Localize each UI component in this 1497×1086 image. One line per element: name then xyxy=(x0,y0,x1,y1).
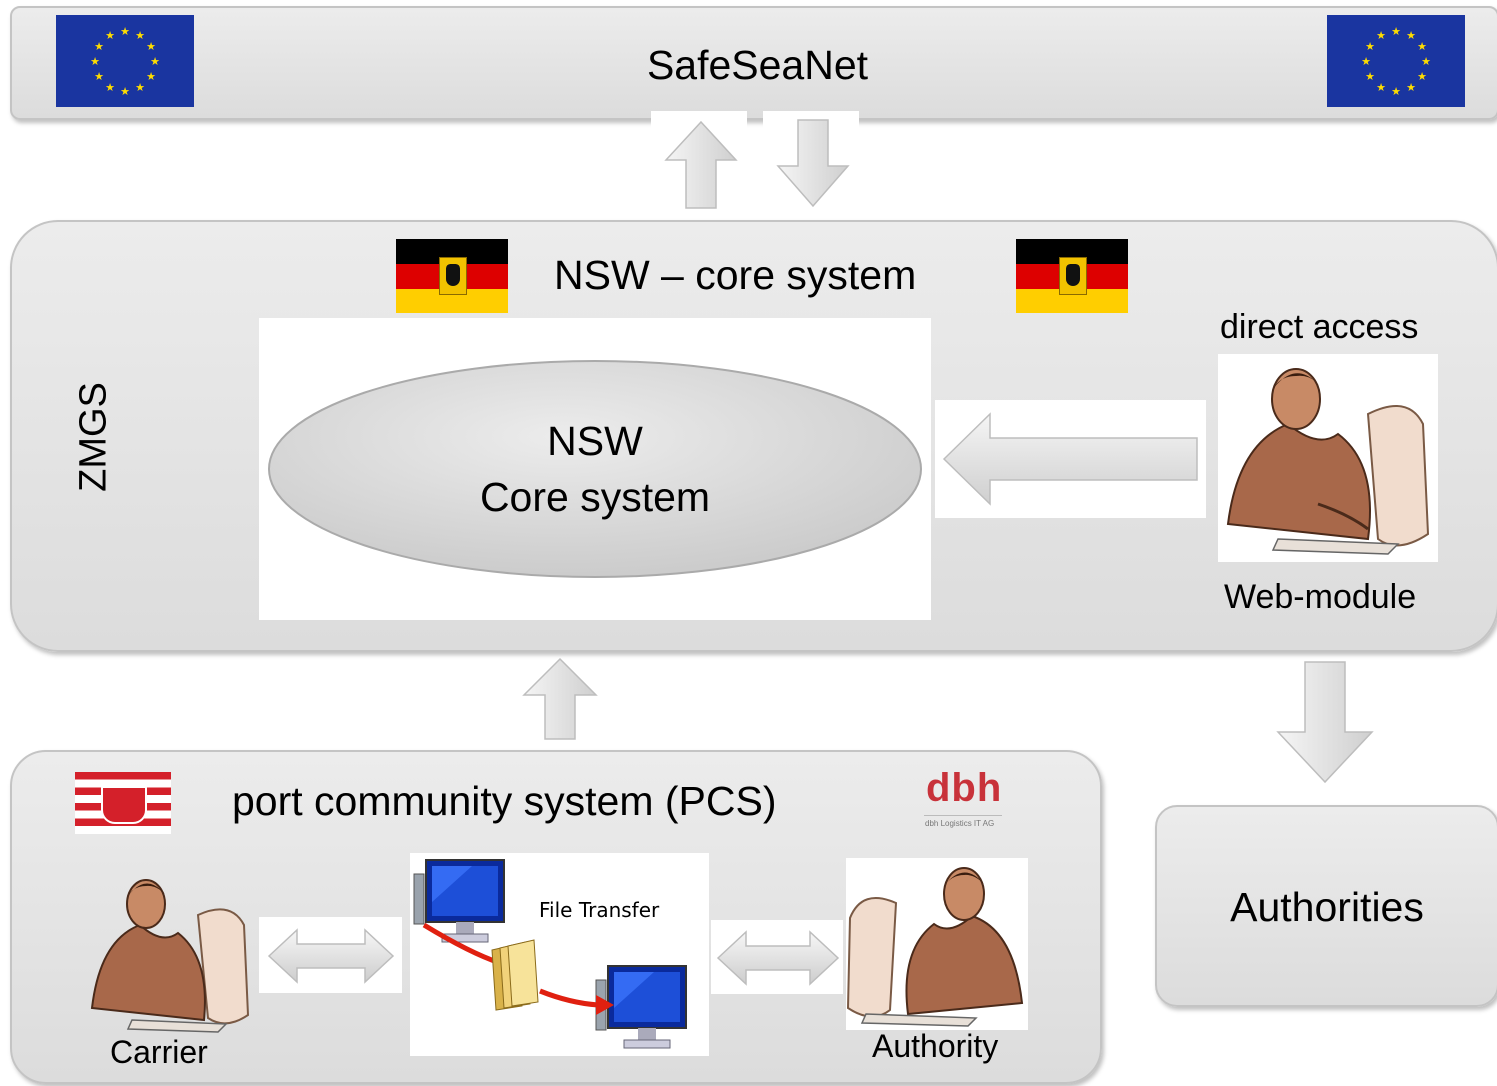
arrow-up-icon xyxy=(522,657,598,740)
core-system-ellipse xyxy=(268,360,922,578)
web-module-label: Web-module xyxy=(1224,578,1417,616)
authorities-box xyxy=(1155,805,1497,1007)
eu-flag-icon: ★★★★★★★★★★★★ xyxy=(56,15,194,107)
dbh-logo-text: dbh xyxy=(926,766,1003,810)
direct-access-label: direct access xyxy=(1220,308,1419,346)
eagle-icon xyxy=(439,257,467,295)
dbh-logo-subtext: dbh Logistics IT AG xyxy=(925,819,995,828)
german-flag-icon xyxy=(1016,239,1128,313)
transfer-arrow-icon xyxy=(422,922,614,1015)
eu-star-icon: ★ xyxy=(105,82,115,94)
eu-stars: ★★★★★★★★★★★★ xyxy=(90,26,160,98)
eu-star-icon: ★ xyxy=(94,71,104,83)
eu-star-icon: ★ xyxy=(135,30,145,42)
eu-star-icon: ★ xyxy=(1406,82,1416,94)
folder-icon xyxy=(491,939,539,1011)
eagle-icon xyxy=(1059,257,1087,295)
carrier-user-icon xyxy=(90,879,250,1033)
eu-star-icon: ★ xyxy=(105,30,115,42)
authorities-title: Authorities xyxy=(1230,884,1424,930)
eu-star-icon: ★ xyxy=(146,71,156,83)
eu-star-icon: ★ xyxy=(146,41,156,53)
nsw-title: NSW – core system xyxy=(554,252,917,298)
double-arrow-icon xyxy=(716,930,840,986)
eu-star-icon: ★ xyxy=(1365,41,1375,53)
ellipse-line-2: Core system xyxy=(479,474,711,520)
eu-star-icon: ★ xyxy=(1391,26,1401,38)
eu-star-icon: ★ xyxy=(1417,41,1427,53)
eu-stars: ★★★★★★★★★★★★ xyxy=(1361,26,1431,98)
arrow-down-icon xyxy=(776,119,850,208)
eu-star-icon: ★ xyxy=(1417,71,1427,83)
eu-star-icon: ★ xyxy=(135,82,145,94)
authority-figure xyxy=(846,858,1028,1030)
eu-star-icon: ★ xyxy=(94,41,104,53)
web-user-figure xyxy=(1218,354,1438,562)
double-arrow-icon xyxy=(267,928,395,984)
eu-star-icon: ★ xyxy=(90,56,100,68)
bremen-flag-icon xyxy=(75,772,171,834)
authority-user-icon xyxy=(846,867,1024,1027)
eu-flag-icon: ★★★★★★★★★★★★ xyxy=(1327,15,1465,107)
eu-star-icon: ★ xyxy=(1376,30,1386,42)
eu-star-icon: ★ xyxy=(1376,82,1386,94)
ellipse-line-1: NSW xyxy=(547,418,643,464)
eu-star-icon: ★ xyxy=(150,56,160,68)
eu-star-icon: ★ xyxy=(1391,86,1401,98)
arrow-down-icon xyxy=(1276,661,1374,784)
arrow-up-icon xyxy=(664,120,738,209)
eu-star-icon: ★ xyxy=(1421,56,1431,68)
eu-star-icon: ★ xyxy=(1406,30,1416,42)
eu-star-icon: ★ xyxy=(1361,56,1371,68)
safeseanet-bar xyxy=(10,6,1497,120)
german-flag-icon xyxy=(396,239,508,313)
eu-star-icon: ★ xyxy=(1365,71,1375,83)
arrow-left-icon xyxy=(942,412,1198,506)
dbh-logo: dbh dbh Logistics IT AG xyxy=(924,766,1002,836)
file-transfer-label: File Transfer xyxy=(539,898,660,922)
authority-label: Authority xyxy=(872,1028,999,1064)
bremen-key-shield xyxy=(101,786,147,824)
safeseanet-title: SafeSeaNet xyxy=(646,42,869,88)
computer-icon xyxy=(413,859,505,943)
carrier-label: Carrier xyxy=(110,1034,208,1070)
pcs-title: port community system (PCS) xyxy=(232,778,777,824)
eu-star-icon: ★ xyxy=(120,86,130,98)
user-at-computer-icon xyxy=(1226,368,1430,555)
eu-star-icon: ★ xyxy=(120,26,130,38)
